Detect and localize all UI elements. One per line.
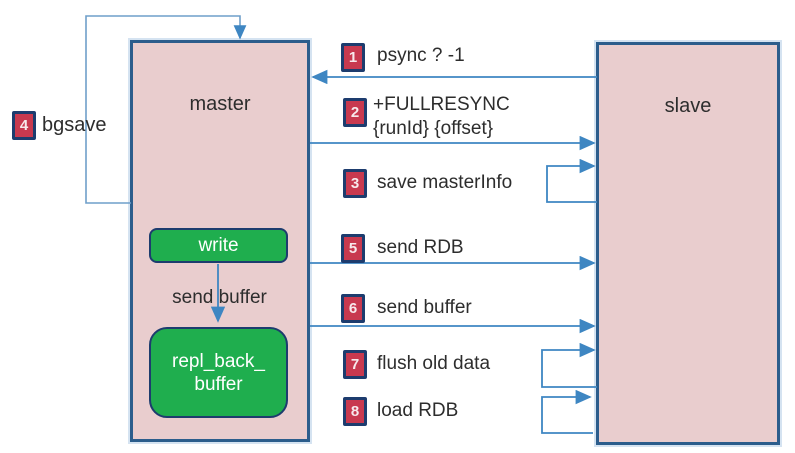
- step-7-label: flush old data: [377, 353, 491, 374]
- step-5-label: send RDB: [377, 237, 464, 258]
- step-6-badge: 6: [341, 294, 365, 323]
- step-1-label: psync ? -1: [377, 45, 465, 66]
- master-label: master: [189, 93, 251, 115]
- loop-flush-old-data: [541, 342, 597, 388]
- step-4-badge: 4: [12, 111, 36, 140]
- repl-back-buffer-box: repl_back_ buffer: [149, 327, 288, 418]
- step-3-label: save masterInfo: [377, 172, 513, 193]
- step-1-badge: 1: [341, 43, 365, 72]
- step-7-badge: 7: [343, 350, 367, 379]
- step-2-label: +FULLRESYNC {runId} {offset}: [373, 93, 510, 141]
- step-2-label-line1: +FULLRESYNC: [373, 94, 510, 115]
- step-8-badge: 8: [343, 397, 367, 426]
- write-label: write: [198, 234, 239, 256]
- slave-box: slave: [596, 42, 780, 445]
- step-2-badge: 2: [343, 98, 367, 127]
- repl-back-buffer-label-line1: repl_back_: [172, 350, 265, 372]
- step-3-badge: 3: [343, 169, 367, 198]
- step-5-badge: 5: [341, 234, 365, 263]
- write-box: write: [149, 228, 288, 263]
- step-8-label: load RDB: [377, 400, 459, 421]
- slave-label: slave: [664, 95, 712, 117]
- step-4-label: bgsave: [42, 114, 107, 136]
- step-6-label: send buffer: [377, 297, 472, 318]
- repl-back-buffer-label-line2: buffer: [194, 373, 243, 395]
- step-2-label-line2: {runId} {offset}: [373, 118, 494, 139]
- loop-save-masterinfo: [546, 158, 597, 203]
- loop-load-rdb: [541, 389, 593, 434]
- send-buffer-arrow-label: send buffer: [172, 287, 267, 308]
